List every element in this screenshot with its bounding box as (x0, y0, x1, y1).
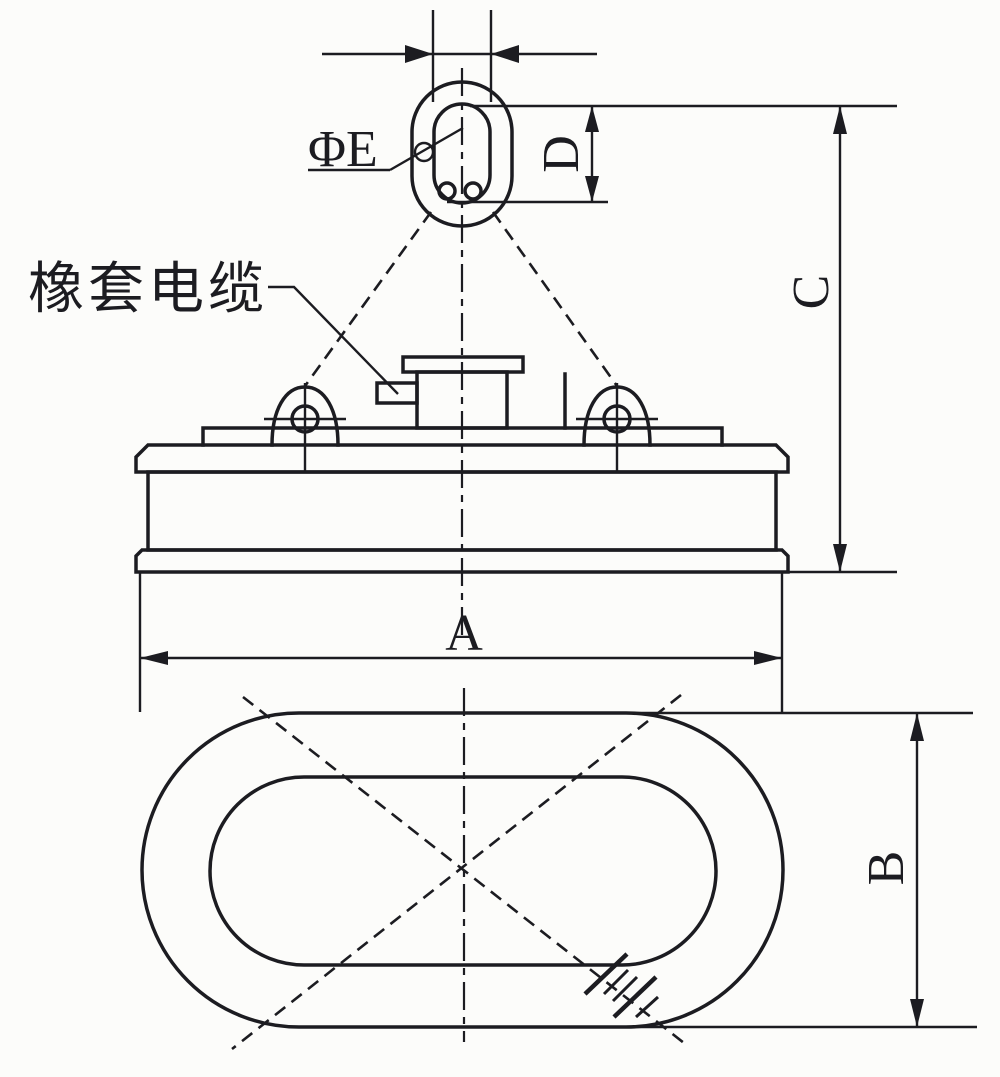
cable-label: 橡套电缆 (28, 259, 268, 321)
dimension-arrow (140, 651, 168, 665)
magnet-bottom-flange (134, 548, 790, 574)
dim-c-label: C (783, 275, 840, 310)
dim-a-label: A (445, 605, 483, 662)
plan-view: B (140, 688, 977, 1051)
dimension-arrow (833, 106, 847, 134)
phi-e-leader-line (389, 126, 464, 172)
lifting-lug-right (576, 383, 658, 471)
dimension-arrow (910, 999, 924, 1027)
chain-link-circle (437, 181, 457, 201)
dimension-arrow (910, 713, 924, 741)
cable-gland (375, 381, 419, 405)
shackle-outer-ring (410, 80, 514, 228)
plan-diagonal-line (231, 693, 682, 1051)
lifting-lug-left (264, 383, 346, 471)
dimension-arrow (405, 45, 433, 63)
magnet-top-plate (134, 443, 790, 474)
phi-e-leader-circle (413, 141, 435, 163)
dimension-arrow (491, 45, 519, 63)
dimension-arrow (833, 544, 847, 572)
hatch-mark (583, 952, 660, 1019)
dimension-arrow (754, 651, 782, 665)
sling-line-left (303, 211, 433, 387)
dim-b-label: B (858, 851, 915, 886)
chain-link-circle (463, 181, 483, 201)
dimension-arrow (585, 106, 599, 132)
magnet-step-plate (201, 426, 724, 447)
dimension-arrow (585, 176, 599, 202)
front-view: ΦE D C 橡套电缆 (28, 10, 897, 713)
cable-leader-line (268, 285, 399, 395)
phi-e-label: ΦE (308, 121, 378, 178)
plan-diagonal-line (242, 695, 685, 1045)
dim-d-label: D (533, 135, 590, 173)
magnet-outline-outer (140, 711, 785, 1029)
sling-line-right (491, 211, 619, 387)
